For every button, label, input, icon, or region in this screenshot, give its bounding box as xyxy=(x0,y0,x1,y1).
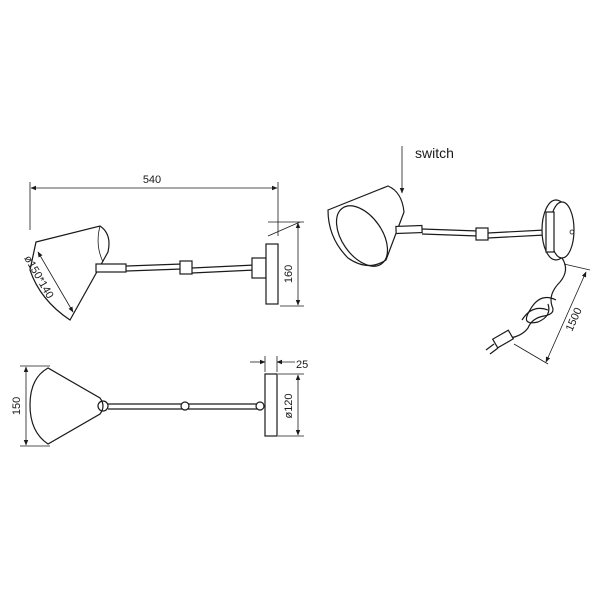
backplate-diameter-label: ø120 xyxy=(283,393,295,418)
dim-cable-length: 1500 xyxy=(513,263,591,365)
plug xyxy=(485,329,515,355)
dim-overall-width: 540 xyxy=(29,174,279,236)
switch-label: switch xyxy=(415,145,454,161)
shade-top xyxy=(29,367,109,445)
switch-callout: switch xyxy=(399,145,454,194)
backplate-height-label: 160 xyxy=(283,265,295,283)
top-view: 150 25 ø120 xyxy=(11,356,308,447)
top-height-label: 150 xyxy=(11,397,23,415)
overall-width-label: 540 xyxy=(143,174,161,186)
side-view: 540 ø150*140 160 xyxy=(21,174,304,321)
cable xyxy=(509,257,567,339)
backplate-perspective xyxy=(541,199,575,261)
perspective-view: switch xyxy=(327,145,591,365)
backplate-depth-label: 25 xyxy=(296,359,308,371)
shade-side: ø150*140 xyxy=(21,225,110,321)
cable-length-label: 1500 xyxy=(564,306,585,333)
arm-top xyxy=(108,401,265,411)
shade-perspective xyxy=(327,185,405,267)
arm-perspective xyxy=(395,224,546,241)
dim-top-height: 150 xyxy=(11,365,50,447)
backplate-side: 160 xyxy=(265,221,304,307)
backplate-top: 25 ø120 xyxy=(250,356,308,437)
arm-side xyxy=(95,257,267,279)
